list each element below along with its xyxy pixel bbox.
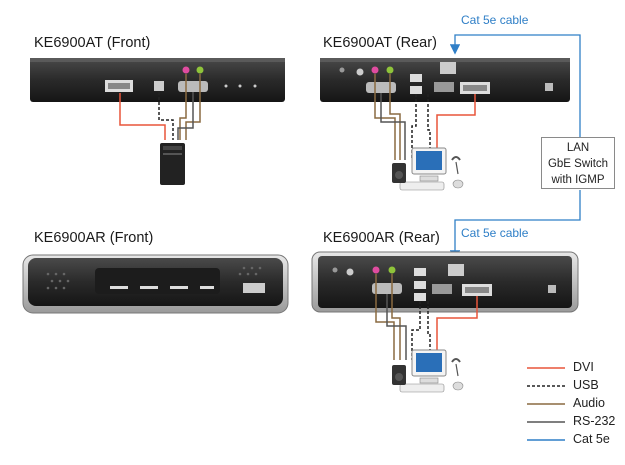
lan-switch-box: LAN GbE Switch with IGMP xyxy=(541,137,615,189)
workstation-icon-bottom xyxy=(392,349,464,393)
lan-switch-line1: LAN xyxy=(566,142,590,154)
tx-front-cables xyxy=(119,74,201,140)
cat5e-cable-label-top: Cat 5e cable xyxy=(461,13,529,27)
legend-label-dvi: DVI xyxy=(573,360,594,374)
tx-front-title: KE6900AT (Front) xyxy=(34,35,151,51)
cat5e-line-bottom xyxy=(449,190,581,261)
legend-label-cat5e: Cat 5e xyxy=(573,432,610,446)
ke6900ar-rear-unit xyxy=(311,251,579,313)
legend-label-usb: USB xyxy=(573,378,599,392)
tx-rear-cables xyxy=(374,74,476,160)
rx-rear-cables xyxy=(375,274,478,360)
ke6900ar-front-unit xyxy=(22,254,289,314)
legend-label-rs232: RS-232 xyxy=(573,414,616,428)
rx-rear-title: KE6900AR (Rear) xyxy=(323,230,440,246)
rx-front-title: KE6900AR (Front) xyxy=(34,230,154,246)
ke6900at-rear-unit xyxy=(320,58,570,102)
legend-swatches xyxy=(527,367,565,441)
pc-tower-icon xyxy=(160,143,185,185)
lan-switch-line3: with IGMP xyxy=(551,174,605,186)
tx-rear-title: KE6900AT (Rear) xyxy=(323,35,437,51)
workstation-icon-top xyxy=(392,147,464,191)
lan-switch-line2: GbE Switch xyxy=(547,158,609,170)
cat5e-line-top xyxy=(449,34,581,138)
cat5e-cable-label-bottom: Cat 5e cable xyxy=(461,226,529,240)
legend-label-audio: Audio xyxy=(573,396,605,410)
ke6900at-front-unit xyxy=(30,58,285,102)
